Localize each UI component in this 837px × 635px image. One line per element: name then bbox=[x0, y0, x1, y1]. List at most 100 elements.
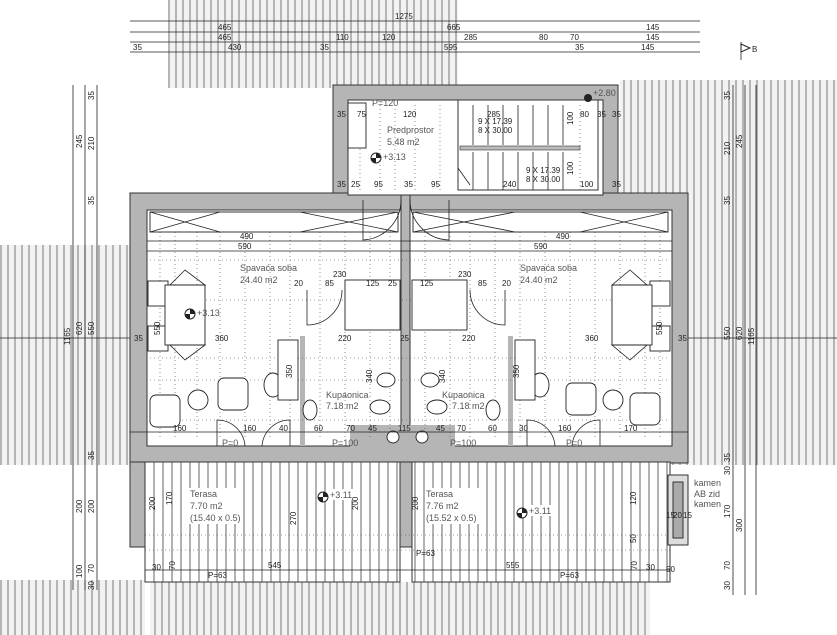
dimension-label: 7.76 m2 bbox=[426, 501, 459, 511]
interior-dimensions: 490 590 490 590 230 230 20 85 125 25 125… bbox=[130, 232, 688, 433]
dimension-label: 70 bbox=[723, 561, 732, 570]
dimension-label: 35 bbox=[597, 110, 606, 119]
dimension-label: 200 bbox=[87, 499, 96, 513]
dimension-label: 220 bbox=[338, 334, 352, 343]
dimension-label: 300 bbox=[735, 518, 744, 532]
dimension-label: 200 bbox=[148, 496, 157, 510]
dimension-label: 30 bbox=[152, 563, 161, 572]
dimension-label: 230 bbox=[458, 270, 472, 279]
dimension-label: 15 bbox=[666, 511, 675, 520]
dimension-label: (15.40 x 0.5) bbox=[190, 513, 241, 523]
dim: 145 bbox=[641, 43, 655, 52]
dimension-label: 20 bbox=[502, 279, 511, 288]
dimension-label: 245 bbox=[735, 134, 744, 148]
dim: 35 bbox=[575, 43, 584, 52]
wardrobes bbox=[149, 211, 669, 233]
dimension-label: 350 bbox=[512, 364, 521, 378]
dimension-label: 50 bbox=[666, 565, 675, 574]
dimension-label: 35 bbox=[723, 453, 732, 462]
dimension-label: +2.80 bbox=[593, 88, 616, 98]
dim: 285 bbox=[464, 33, 478, 42]
right-dimensions: 35 210 245 35 550 620 1165 35 30 170 300… bbox=[723, 85, 757, 595]
bedroom-right-area: 24.40 m2 bbox=[520, 275, 558, 285]
dim: 595 bbox=[444, 43, 458, 52]
dimension-label: 590 bbox=[534, 242, 548, 251]
dim: 35 bbox=[320, 43, 329, 52]
dimension-label: 35 bbox=[723, 196, 732, 205]
dim: 465 bbox=[218, 23, 232, 32]
dimension-label: 245 bbox=[75, 134, 84, 148]
dimension-label: P=120 bbox=[372, 98, 398, 108]
dimension-label: 100 bbox=[566, 161, 575, 175]
bedroom-left-area: 24.40 m2 bbox=[240, 275, 278, 285]
dim: 430 bbox=[228, 43, 242, 52]
dimension-label: 160 bbox=[558, 424, 572, 433]
dim: 80 bbox=[539, 33, 548, 42]
dimension-label: 70 bbox=[630, 561, 639, 570]
dimension-label: 40 bbox=[279, 424, 288, 433]
dimension-label: 160 bbox=[173, 424, 187, 433]
dimension-label: 100 bbox=[75, 564, 84, 578]
dimension-label: 30 bbox=[519, 424, 528, 433]
dimension-label: 490 bbox=[556, 232, 570, 241]
dimension-label: 35 bbox=[134, 334, 143, 343]
dimension-label: 95 bbox=[374, 180, 383, 189]
terraces: Terasa 7.70 m2 (15.40 x 0.5) Terasa 7.76… bbox=[129, 461, 692, 583]
bathroom-right-name: Kupaonica bbox=[442, 390, 485, 400]
dimension-label: 210 bbox=[723, 141, 732, 155]
dimension-label: AB zid bbox=[694, 489, 720, 499]
dimension-label: 85 bbox=[478, 279, 487, 288]
dimension-label: 210 bbox=[87, 136, 96, 150]
dimension-label: 85 bbox=[325, 279, 334, 288]
dimension-label: 550 bbox=[655, 321, 664, 335]
dimension-label: P=63 bbox=[208, 571, 227, 580]
dimension-label: 25 bbox=[351, 180, 360, 189]
dimension-label: 35 bbox=[337, 180, 346, 189]
top-dimensions: 1275 465 665 145 465 110 120 285 80 70 1… bbox=[130, 12, 757, 60]
dimension-label: +3.13 bbox=[197, 308, 220, 318]
dimension-label: 170 bbox=[165, 491, 174, 505]
dimension-label: 350 bbox=[285, 364, 294, 378]
dimension-label: 35 bbox=[87, 91, 96, 100]
dimension-label: 340 bbox=[365, 369, 374, 383]
bathroom-right-area: 7.18 m2 bbox=[452, 401, 485, 411]
dimension-label: 35 bbox=[87, 196, 96, 205]
dimension-label: 1165 bbox=[63, 327, 72, 345]
material-note: kamen AB zid kamen bbox=[694, 478, 721, 509]
dimension-label: 240 bbox=[503, 180, 517, 189]
dim: 120 bbox=[382, 33, 396, 42]
dimension-label: +3.11 bbox=[330, 490, 352, 500]
dimension-label: 1165 bbox=[747, 327, 756, 345]
dimension-label: 7.70 m2 bbox=[190, 501, 223, 511]
dim: 70 bbox=[570, 33, 579, 42]
dimension-label: kamen bbox=[694, 478, 721, 488]
dimension-label: P=63 bbox=[560, 571, 579, 580]
dimension-label: 620 bbox=[75, 321, 84, 335]
dimension-label: 70 bbox=[168, 561, 177, 570]
dimension-label: kamen bbox=[694, 499, 721, 509]
dimension-label: 590 bbox=[238, 242, 252, 251]
dimension-label: 125 bbox=[366, 279, 380, 288]
dimension-label: 45 bbox=[436, 424, 445, 433]
dimension-label: 490 bbox=[240, 232, 254, 241]
dimension-label: 120 bbox=[629, 491, 638, 505]
dimension-label: 285 bbox=[487, 110, 501, 119]
dimension-label: 9 X 17.39 bbox=[526, 166, 561, 175]
dimension-label: 35 bbox=[404, 180, 413, 189]
tile-grid bbox=[150, 105, 670, 440]
dimension-label: 35 bbox=[337, 110, 346, 119]
dimension-label: 70 bbox=[346, 424, 355, 433]
room-labels: Spavaća soba 24.40 m2 +3.13 Spavaća soba… bbox=[184, 263, 582, 448]
dimension-label: P=100 bbox=[332, 438, 358, 448]
dimension-label: 30 bbox=[646, 563, 655, 572]
dimension-label: B bbox=[752, 45, 757, 54]
dimension-label: 170 bbox=[624, 424, 638, 433]
dimension-label: 35 bbox=[723, 91, 732, 100]
dimension-label: 120 bbox=[403, 110, 417, 119]
dimension-label: 20 bbox=[294, 279, 303, 288]
dimension-label: P=63 bbox=[416, 549, 435, 558]
furniture bbox=[147, 269, 671, 444]
dim: 35 bbox=[133, 43, 142, 52]
dimension-label: Predprostor bbox=[387, 125, 434, 135]
